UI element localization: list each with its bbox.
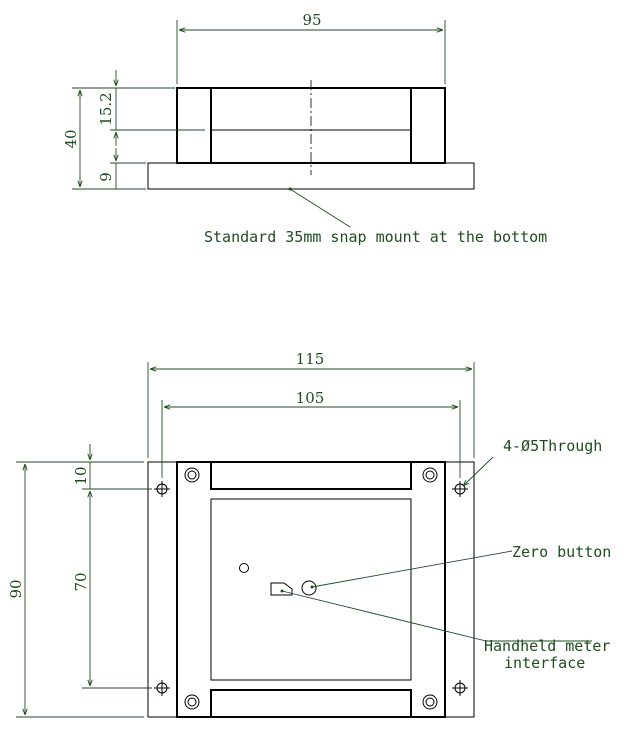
top-slot xyxy=(210,461,412,490)
inner-panel xyxy=(210,498,412,681)
indicator-hole xyxy=(239,563,249,573)
leader-mount xyxy=(288,187,351,228)
bottom-slot xyxy=(210,689,412,718)
label-interface-line2: interface xyxy=(504,654,585,672)
leader-zero-button xyxy=(310,550,513,589)
mount-hole-icon xyxy=(154,481,170,497)
mount-hole-icon xyxy=(452,481,468,497)
screw-icon xyxy=(422,467,438,483)
zero-button-icon xyxy=(301,580,317,596)
front-view: 115 105 90 10 70 4-Ø5Through Zero button… xyxy=(7,350,611,718)
dim-label-height: 90 xyxy=(7,579,25,598)
dim-label-body: 15.2 xyxy=(97,92,115,125)
mount-plate xyxy=(147,461,475,718)
label-zero-button: Zero button xyxy=(512,543,611,561)
side-view: 95 40 15.2 9 Standard 35mm snap mount at… xyxy=(62,11,547,246)
leader-interface xyxy=(280,589,487,642)
screw-icon xyxy=(184,694,200,710)
interface-connector xyxy=(270,582,293,596)
screw-icon xyxy=(184,467,200,483)
label-interface-line1: Handheld meter xyxy=(484,637,610,655)
screw-icon xyxy=(422,694,438,710)
note-mount: Standard 35mm snap mount at the bottom xyxy=(204,228,547,246)
enclosure-front xyxy=(176,461,446,718)
mount-hole-icon xyxy=(154,680,170,696)
dim-label-base: 9 xyxy=(97,172,115,182)
dim-label-outer-width: 115 xyxy=(296,350,325,368)
leader-holes xyxy=(463,456,494,486)
mount-hole-icon xyxy=(452,680,468,696)
dim-label-hole-offset: 10 xyxy=(72,466,90,485)
dim-label-hole-spacing-x: 105 xyxy=(296,389,325,407)
dim-label-hole-spacing-y: 70 xyxy=(72,572,90,591)
dim-label-width: 95 xyxy=(302,11,321,29)
dim-label-height-total: 40 xyxy=(62,129,80,148)
label-holes: 4-Ø5Through xyxy=(503,437,602,455)
